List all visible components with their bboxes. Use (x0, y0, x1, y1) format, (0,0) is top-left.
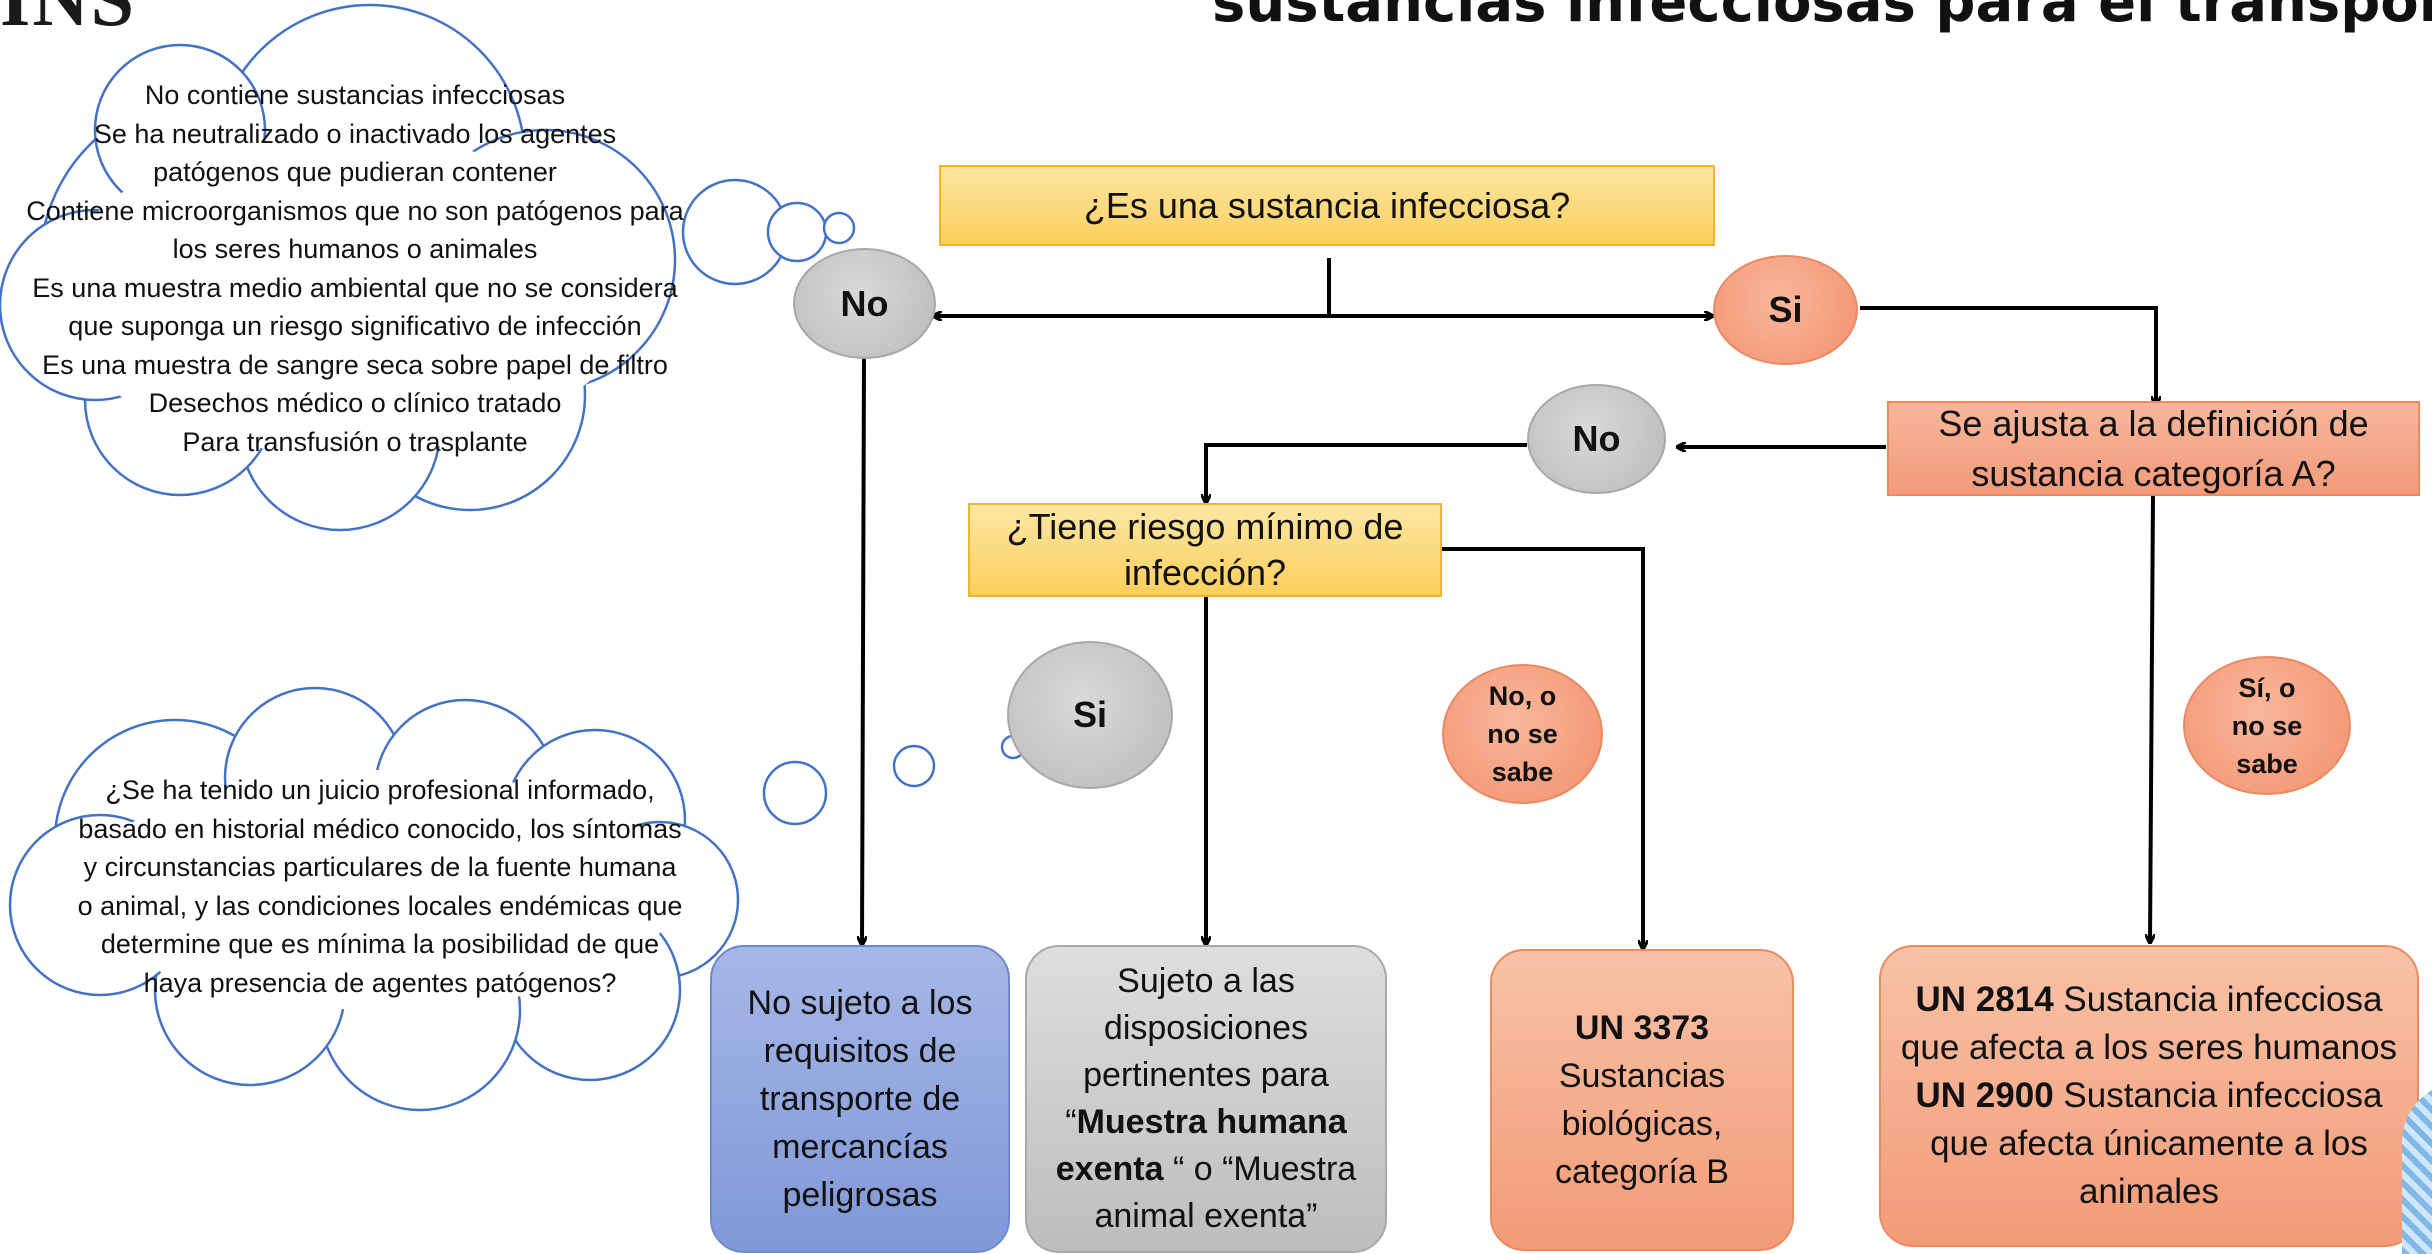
question-category-a-line: sustancia categoría A? (1971, 452, 2336, 494)
cloud-line: Contiene microorganismos que no son pató… (26, 195, 684, 226)
answer-line: Sí, o (2238, 672, 2296, 703)
cloud-line: haya presencia de agentes patógenos? (143, 967, 617, 998)
result-line: categoría B (1555, 1153, 1729, 1191)
un2814-code: UN 2814 (1915, 980, 2054, 1019)
cloud-line: que suponga un riesgo significativo de i… (68, 311, 642, 341)
result-line: biológicas, (1561, 1105, 1723, 1143)
result-un3373: UN 3373 Sustancias biológicas, categoría… (1490, 949, 1794, 1251)
cloud-line: Para transfusión o trasplante (182, 426, 528, 457)
question-minimal-risk-line: ¿Tiene riesgo mínimo de (1006, 506, 1404, 547)
result-line: peligrosas (782, 1176, 938, 1214)
cloud-line: No contiene sustancias infecciosas (144, 80, 566, 110)
answer-line: no se (1487, 719, 1558, 749)
answer-si-o-no-se-sabe: Sí, o no se sabe (2183, 656, 2351, 795)
ins-logo: INS (0, 0, 136, 44)
result-line: animal exenta” (1094, 1197, 1318, 1235)
result-line: UN 2814 Sustancia infecciosa (1901, 976, 2397, 1024)
cloud-line: patógenos que pudieran contener (153, 157, 557, 187)
answer-si-top-label: Si (1768, 289, 1803, 330)
question-minimal-risk: ¿Tiene riesgo mínimo de infección? (968, 503, 1442, 597)
cloud-line: Es una muestra de sangre seca sobre pape… (42, 349, 668, 380)
answer-no-mid-label: No (1572, 418, 1621, 459)
answer-no-o-no-se-sabe: No, o no se sabe (1442, 664, 1603, 804)
result-line: “Muestra humana (1056, 1099, 1356, 1146)
un2900-text: Sustancia infecciosa (2053, 1076, 2383, 1115)
result-line: Sustancias (1558, 1057, 1726, 1095)
answer-si-mid-label: Si (1072, 694, 1107, 735)
result-line: UN 2900 Sustancia infecciosa (1901, 1072, 2397, 1120)
cloud-line: Desechos médico o clínico tratado (148, 388, 562, 418)
un3373-code: UN 3373 (1574, 1009, 1710, 1047)
cloud-line: ¿Se ha tenido un juicio profesional info… (105, 775, 655, 805)
cloud-line: y circunstancias particulares de la fuen… (83, 852, 677, 882)
answer-line: sabe (1491, 757, 1554, 787)
question-infectious-label: ¿Es una sustancia infecciosa? (1083, 184, 1571, 226)
result-line: disposiciones (1103, 1009, 1309, 1047)
result-line: requisitos de (763, 1032, 957, 1070)
result-line: No sujeto a los (747, 984, 973, 1022)
exempt-or-animal: “ o “Muestra (1163, 1150, 1357, 1188)
result-category-a: UN 2814 Sustancia infecciosa que afecta … (1879, 945, 2419, 1247)
exclusions-cloud-text: No contiene sustancias infecciosas Se ha… (20, 76, 690, 461)
judgement-cloud-text: ¿Se ha tenido un juicio profesional info… (60, 771, 700, 1002)
cloud-line: Se ha neutralizado o inactivado los agen… (93, 118, 617, 149)
cloud-line: los seres humanos o animales (172, 234, 538, 264)
result-line: transporte de (759, 1080, 961, 1118)
answer-line: No, o (1488, 681, 1557, 711)
result-line: Sujeto a las (1117, 962, 1295, 1000)
cloud-line: determine que es mínima la posibilidad d… (100, 929, 660, 959)
un2900-code: UN 2900 (1915, 1076, 2054, 1115)
result-line: que afecta únicamente a los (1930, 1124, 2368, 1163)
result-line: mercancías (772, 1128, 948, 1166)
answer-no-top-label: No (840, 282, 889, 324)
question-minimal-risk-line: infección? (1123, 552, 1287, 593)
question-category-a: Se ajusta a la definición de sustancia c… (1887, 401, 2420, 496)
result-line: pertinentes para (1083, 1056, 1329, 1094)
answer-si-mid: Si (1007, 641, 1173, 789)
exempt-word: exenta (1055, 1150, 1164, 1188)
result-line: exenta “ o “Muestra (1056, 1146, 1356, 1193)
question-category-a-line: Se ajusta a la definición de (1938, 402, 2369, 444)
corner-emblem (2402, 1082, 2432, 1254)
un2814-text: Sustancia infecciosa (2053, 980, 2383, 1019)
judgement-cloud-shape (8, 686, 1026, 1112)
answer-no-top: No (793, 248, 936, 359)
exclusions-cloud-shape (0, 3, 856, 532)
result-line: animales (2078, 1172, 2220, 1211)
answer-si-top: Si (1713, 255, 1858, 365)
exempt-human-label: Muestra humana (1076, 1103, 1347, 1141)
cloud-line: Es una muestra medio ambiental que no se… (32, 272, 678, 303)
page-title: sustancias infecciosas para el transport… (1212, 0, 2432, 35)
cloud-line: o animal, y las condiciones locales endé… (77, 890, 683, 921)
result-exempt-sample: Sujeto a las disposiciones pertinentes p… (1025, 945, 1387, 1253)
result-not-subject: No sujeto a los requisitos de transporte… (710, 945, 1010, 1253)
answer-no-mid: No (1527, 384, 1666, 494)
cloud-line: basado en historial médico conocido, los… (78, 813, 682, 844)
question-infectious: ¿Es una sustancia infecciosa? (939, 165, 1715, 246)
answer-line: no se (2231, 710, 2303, 741)
quote-mark: “ (1065, 1103, 1077, 1141)
answer-line: sabe (2236, 748, 2298, 779)
result-line: que afecta a los seres humanos (1900, 1028, 2398, 1067)
